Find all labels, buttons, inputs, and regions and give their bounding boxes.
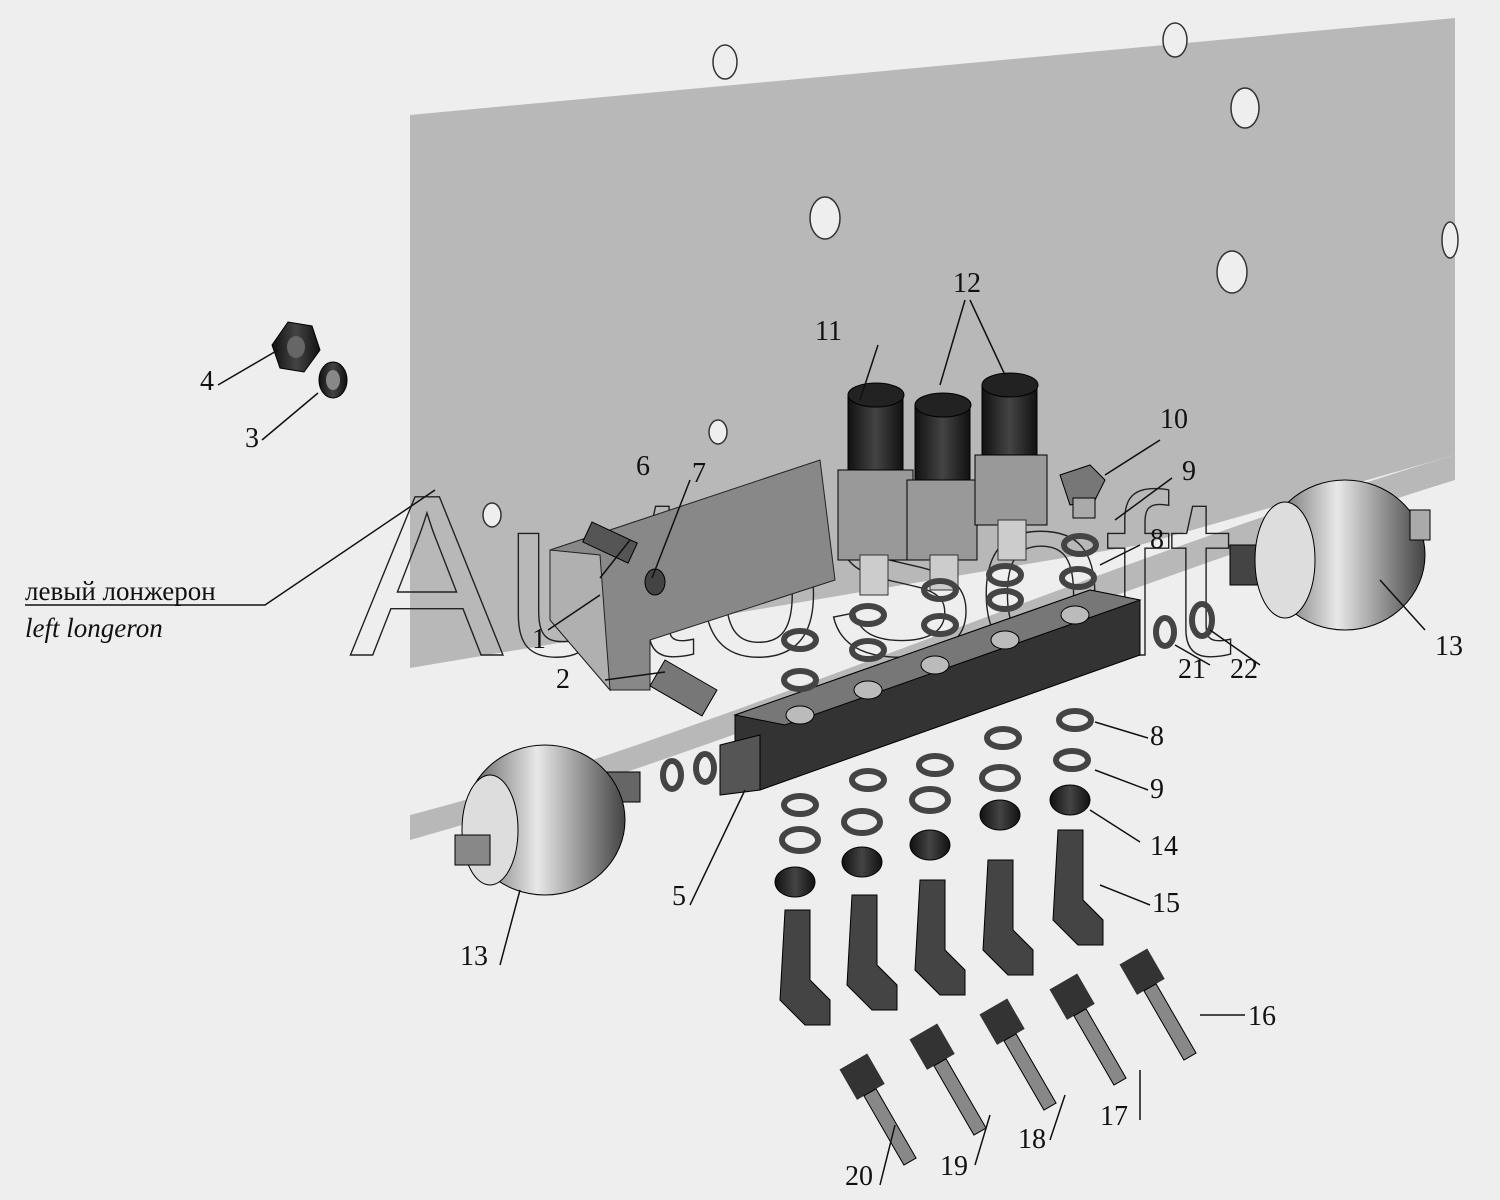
pressure-sensor-13-right (1229, 479, 1431, 631)
callout-10: 10 (1160, 404, 1188, 435)
callout-3: 3 (245, 423, 259, 454)
callout-11: 11 (815, 316, 842, 347)
caption-en: left longeron (25, 613, 163, 643)
sensors (837, 372, 1048, 596)
callout-9a: 9 (1182, 456, 1196, 487)
nut-3 (318, 361, 348, 399)
callout-16: 16 (1248, 1001, 1276, 1032)
plate-holes (482, 22, 1459, 528)
callout-8a: 8 (1150, 524, 1164, 555)
sensor-11 (837, 382, 914, 596)
callout-7: 7 (692, 458, 706, 489)
callout-20: 20 (845, 1161, 873, 1192)
callout-13-left: 13 (460, 941, 488, 972)
callout-1: 1 (532, 624, 546, 655)
washers (660, 533, 1215, 854)
nuts-14 (774, 784, 1091, 898)
pressure-sensor-13-left (454, 744, 641, 896)
callout-12: 12 (953, 268, 981, 299)
sensor-12a (906, 392, 978, 591)
elbow-fittings-15 (779, 829, 1104, 1026)
callout-labels: 1 2 3 4 5 6 7 8 8 9 9 10 11 12 13 13 14 … (200, 268, 1463, 1192)
washer-7 (644, 568, 666, 596)
callout-6: 6 (636, 451, 650, 482)
callout-13-right: 13 (1435, 631, 1463, 662)
callout-5: 5 (672, 881, 686, 912)
sensor-12b (974, 372, 1048, 561)
manifold-block (719, 589, 1142, 796)
callout-14: 14 (1150, 831, 1178, 862)
bracket (549, 459, 836, 692)
bolt-6 (582, 521, 638, 564)
callout-19: 19 (940, 1151, 968, 1182)
callout-22: 22 (1230, 654, 1258, 685)
callout-17: 17 (1100, 1101, 1128, 1132)
probes (839, 948, 1197, 1166)
callout-15: 15 (1152, 888, 1180, 919)
leader-lines (25, 299, 1426, 1186)
plug-10 (1059, 464, 1106, 519)
callout-8b: 8 (1150, 721, 1164, 752)
nut-4 (271, 321, 321, 373)
callout-9b: 9 (1150, 774, 1164, 805)
callout-4: 4 (200, 366, 214, 397)
caption-ru: левый лонжерон (25, 576, 216, 606)
callout-21: 21 (1178, 654, 1206, 685)
callout-18: 18 (1018, 1124, 1046, 1155)
callout-2: 2 (556, 664, 570, 695)
